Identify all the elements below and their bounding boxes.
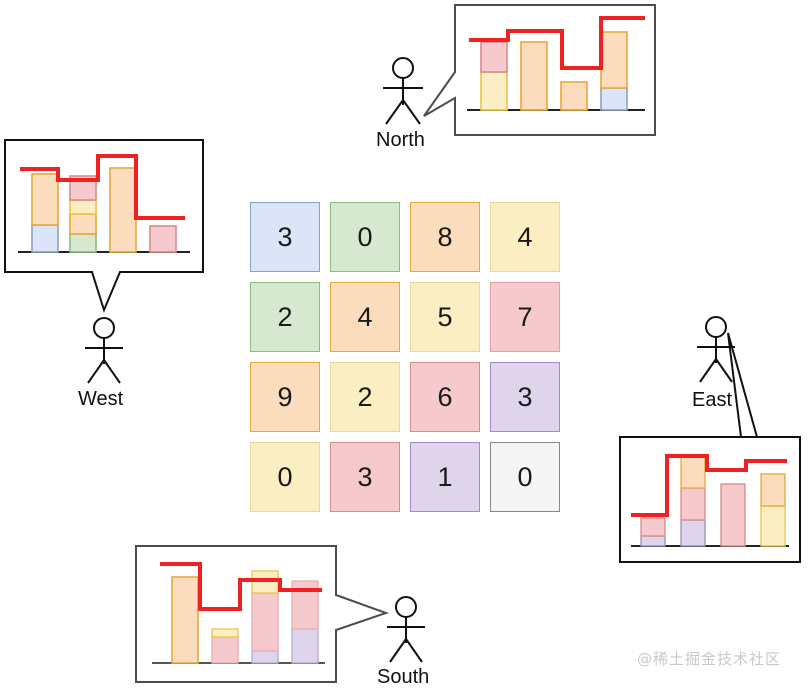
north-bars <box>480 31 628 111</box>
grid-cell-3-0[interactable]: 0 <box>250 442 320 512</box>
actor-north-figure <box>383 57 423 125</box>
west-bars <box>31 167 177 253</box>
actor-east-figure <box>697 316 735 383</box>
grid-cell-0-2[interactable]: 8 <box>410 202 480 272</box>
east-step-line <box>631 454 787 517</box>
grid-cell-2-1[interactable]: 2 <box>330 362 400 432</box>
grid-cell-1-0[interactable]: 2 <box>250 282 320 352</box>
grid-cell-2-2[interactable]: 6 <box>410 362 480 432</box>
watermark: @稀土掘金技术社区 <box>637 650 782 668</box>
grid-cell-1-2[interactable]: 5 <box>410 282 480 352</box>
actor-label-west: West <box>78 388 124 410</box>
grid-cell-1-3[interactable]: 7 <box>490 282 560 352</box>
callout-west <box>4 139 204 313</box>
grid-cell-2-3[interactable]: 3 <box>490 362 560 432</box>
north-step-line <box>469 16 645 70</box>
grid-cell-0-1[interactable]: 0 <box>330 202 400 272</box>
grid-cell-2-0[interactable]: 9 <box>250 362 320 432</box>
callout-south <box>135 545 390 683</box>
callout-east-tail <box>727 332 759 438</box>
grid-cell-0-0[interactable]: 3 <box>250 202 320 272</box>
number-matrix: 3 0 8 4 2 4 5 7 9 2 6 3 0 3 1 0 <box>250 202 560 512</box>
south-bars <box>171 570 319 664</box>
actor-label-east: East <box>692 389 733 411</box>
grid-cell-3-2[interactable]: 1 <box>410 442 480 512</box>
actor-label-south: South <box>377 666 430 688</box>
grid-cell-3-3[interactable]: 0 <box>490 442 560 512</box>
grid-cell-1-1[interactable]: 4 <box>330 282 400 352</box>
south-step-line <box>160 562 322 611</box>
actor-label-north: North <box>376 129 425 151</box>
actor-south-figure <box>387 596 425 663</box>
callout-north <box>423 4 656 136</box>
actor-west-figure <box>85 317 123 384</box>
grid-cell-0-3[interactable]: 4 <box>490 202 560 272</box>
callout-east <box>619 332 801 563</box>
grid-cell-3-1[interactable]: 3 <box>330 442 400 512</box>
west-step-line <box>20 154 185 220</box>
east-bars <box>640 455 786 547</box>
